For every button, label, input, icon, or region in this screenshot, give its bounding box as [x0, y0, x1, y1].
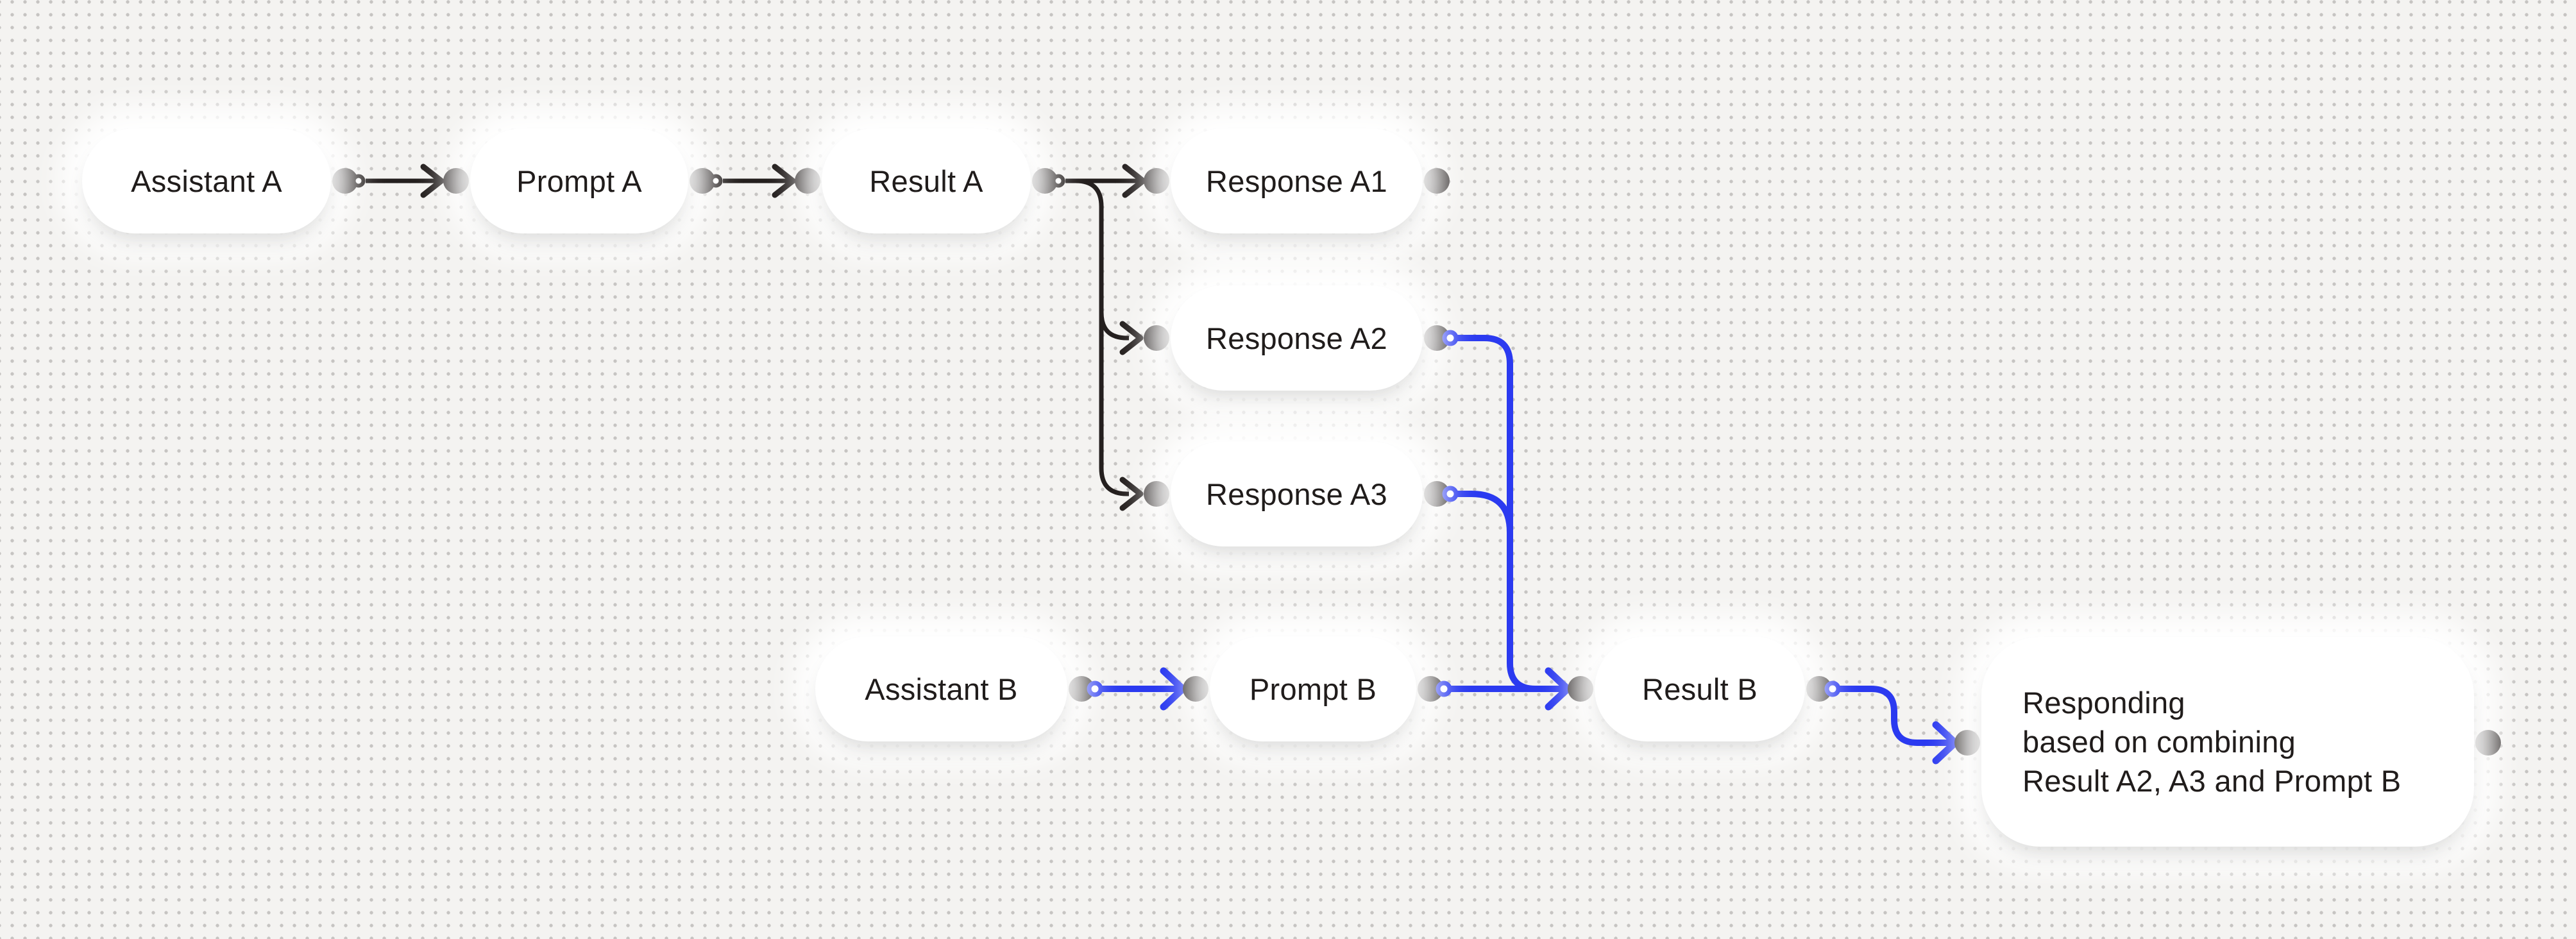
arrowhead-icon: [1119, 477, 1144, 511]
edge-line[interactable]: [1840, 686, 1950, 746]
port-assistant-a-out[interactable]: [332, 168, 358, 194]
edge-assistant-b-to-prompt-b[interactable]: [1102, 667, 1187, 711]
node-label: Responding based on combining Result A2,…: [2022, 685, 2402, 799]
node-label: Result A: [869, 164, 983, 198]
arrowhead-icon: [420, 164, 445, 198]
node-result-a[interactable]: Result A: [822, 128, 1031, 233]
port-prompt-a-out-handle[interactable]: [709, 174, 723, 188]
node-assistant-a[interactable]: Assistant A: [82, 128, 331, 233]
node-prompt-a[interactable]: Prompt A: [470, 128, 688, 233]
edge-response-a3-to-result-b[interactable]: [1457, 491, 1513, 533]
port-result-a-out[interactable]: [1032, 168, 1058, 194]
port-result-b-in[interactable]: [1568, 676, 1593, 702]
edge-result-b-to-responding[interactable]: [1840, 686, 1959, 765]
port-result-b-out[interactable]: [1806, 676, 1832, 702]
port-responding-in[interactable]: [1954, 730, 1980, 756]
port-response-a3-in[interactable]: [1144, 481, 1169, 507]
edge-assistant-a-to-prompt-a[interactable]: [366, 164, 445, 198]
port-prompt-b-out[interactable]: [1418, 676, 1443, 702]
edge-line[interactable]: [1099, 269, 1129, 496]
port-prompt-a-out[interactable]: [690, 168, 715, 194]
port-result-a-out-handle[interactable]: [1051, 174, 1065, 188]
port-response-a2-out[interactable]: [1424, 325, 1450, 351]
node-label: Response A2: [1206, 321, 1387, 355]
port-result-a-in[interactable]: [795, 168, 820, 194]
port-response-a1-in[interactable]: [1144, 168, 1169, 194]
node-result-b[interactable]: Result B: [1595, 636, 1805, 741]
port-assistant-a-out-handle[interactable]: [352, 174, 366, 188]
edge-result-a-to-response-a2[interactable]: [1065, 178, 1144, 355]
port-response-a3-out-handle[interactable]: [1442, 486, 1459, 502]
edge-line[interactable]: [1065, 178, 1129, 341]
node-response-a1[interactable]: Response A1: [1171, 128, 1423, 233]
node-label: Result B: [1641, 672, 1758, 706]
node-label: Assistant B: [865, 672, 1018, 706]
port-result-b-out-handle[interactable]: [1824, 681, 1841, 697]
port-response-a2-out-handle[interactable]: [1442, 330, 1459, 346]
port-assistant-b-out-handle[interactable]: [1087, 681, 1103, 697]
edge-prompt-a-to-result-a[interactable]: [723, 164, 796, 198]
port-responding-out[interactable]: [2475, 730, 2501, 756]
edge-result-a-to-response-a3[interactable]: [1099, 269, 1144, 511]
node-assistant-b[interactable]: Assistant B: [815, 636, 1067, 741]
port-prompt-a-in[interactable]: [443, 168, 469, 194]
node-response-a2[interactable]: Response A2: [1171, 285, 1423, 391]
node-label: Response A3: [1206, 477, 1387, 511]
node-prompt-b[interactable]: Prompt B: [1210, 636, 1416, 741]
node-response-a3[interactable]: Response A3: [1171, 441, 1423, 546]
arrowhead-icon: [1119, 321, 1144, 355]
node-responding[interactable]: Responding based on combining Result A2,…: [1981, 637, 2474, 847]
port-assistant-b-out[interactable]: [1069, 676, 1094, 702]
port-response-a2-in[interactable]: [1144, 325, 1169, 351]
edge-line[interactable]: [1457, 491, 1513, 533]
node-label: Response A1: [1206, 164, 1387, 198]
port-prompt-b-out-handle[interactable]: [1436, 681, 1452, 697]
node-label: Prompt A: [516, 164, 642, 198]
node-label: Assistant A: [131, 164, 282, 198]
node-label: Prompt B: [1249, 672, 1377, 706]
port-response-a1-out[interactable]: [1424, 168, 1450, 194]
port-prompt-b-in[interactable]: [1183, 676, 1208, 702]
arrowhead-icon: [772, 164, 796, 198]
arrowhead-icon: [1122, 164, 1146, 198]
port-response-a3-out[interactable]: [1424, 481, 1450, 507]
